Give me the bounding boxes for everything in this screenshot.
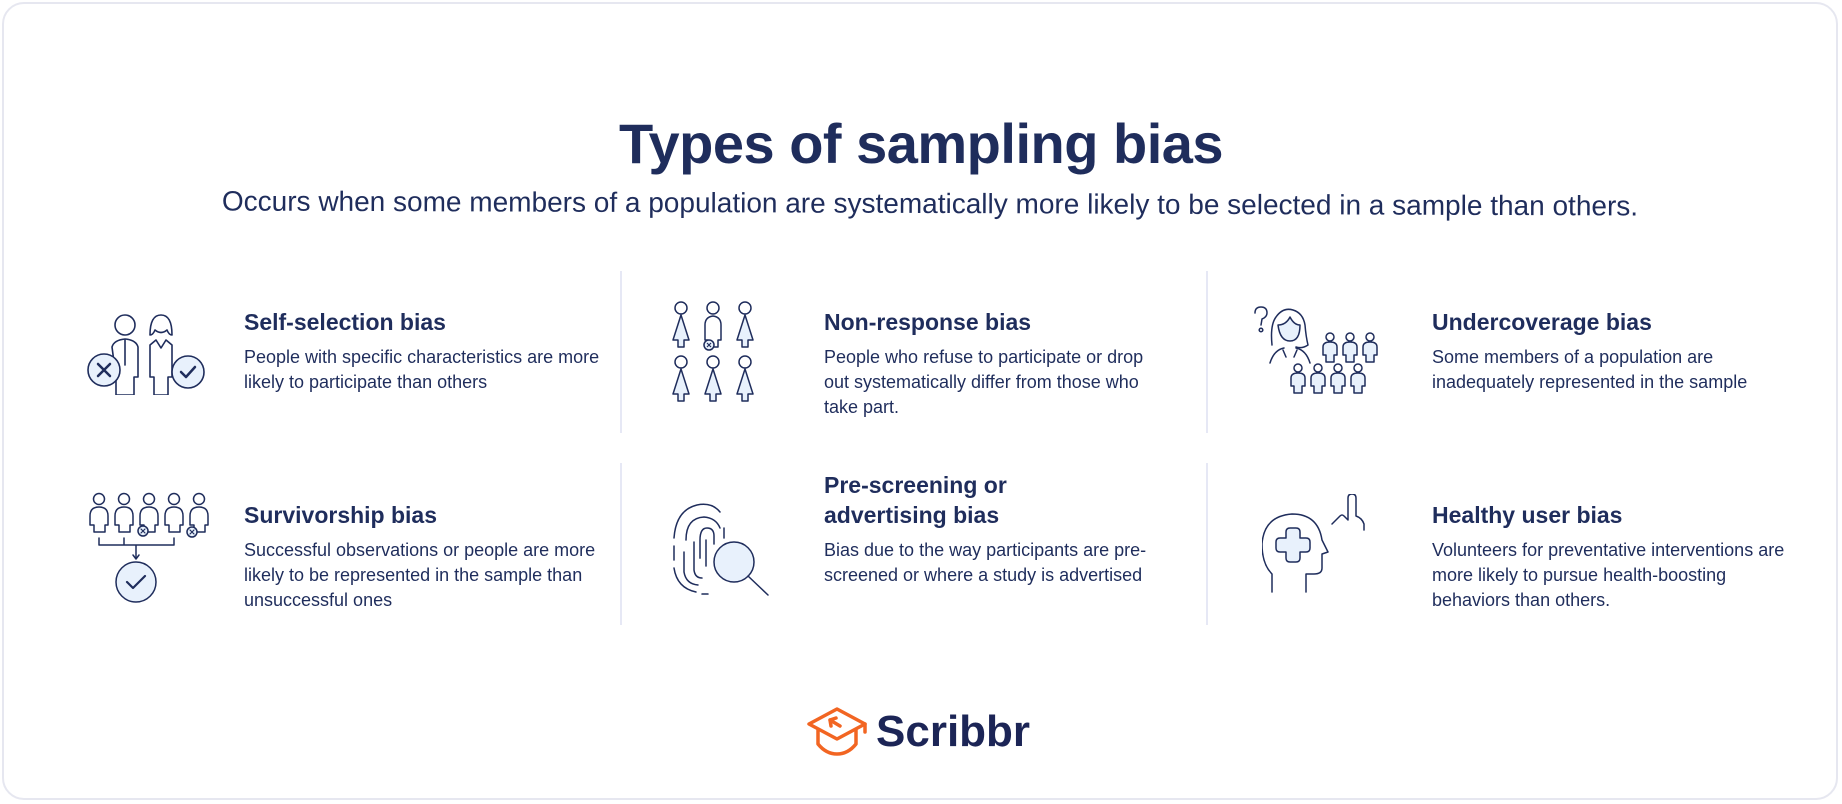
head-medical-cross-icon: [1262, 494, 1377, 594]
bias-title: Self-selection bias: [244, 309, 446, 335]
person-question-crowd-icon: [1250, 305, 1385, 400]
people-funnel-check-icon: [88, 492, 210, 604]
bias-description: People who refuse to participate or drop…: [824, 347, 1144, 417]
column-divider: [1206, 463, 1208, 625]
graduation-cap-icon: [806, 706, 868, 758]
bias-description: Some members of a population are inadequ…: [1432, 347, 1748, 392]
bias-description: Volunteers for preventative intervention…: [1432, 540, 1785, 610]
bias-title: Pre-screening or advertising bias: [824, 472, 1007, 528]
bias-title: Undercoverage bias: [1432, 309, 1652, 335]
bias-description: People with specific characteristics are…: [244, 347, 600, 392]
brand-name: Scribbr: [876, 707, 1031, 756]
people-select-icon: [84, 310, 214, 395]
page-title: Types of sampling bias: [618, 111, 1224, 175]
bias-title: Survivorship bias: [244, 502, 438, 528]
fingerprint-magnifier-icon: [672, 500, 772, 598]
scribbr-logo[interactable]: Scribbr: [806, 706, 1030, 758]
column-divider: [620, 463, 622, 625]
bias-title: Non-response bias: [824, 309, 1032, 335]
column-divider: [1206, 271, 1208, 433]
people-grid-dropout-icon: [668, 300, 760, 410]
page-subtitle: Occurs when some members of a population…: [221, 185, 1639, 222]
bias-title: Healthy user bias: [1432, 502, 1623, 528]
bias-description: Bias due to the way participants are pre…: [824, 540, 1147, 585]
column-divider: [620, 271, 622, 433]
bias-description: Successful observations or people are mo…: [244, 540, 596, 610]
